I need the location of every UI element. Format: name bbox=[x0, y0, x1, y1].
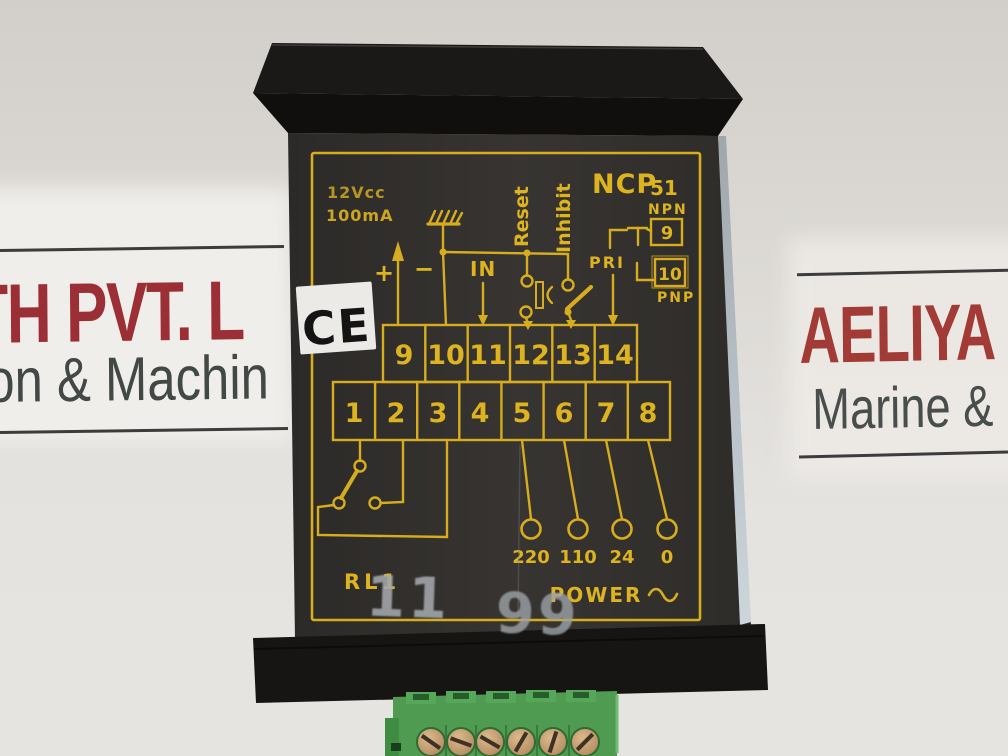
terminal-number: 7 bbox=[597, 398, 616, 429]
power-tap-terminal bbox=[611, 518, 633, 540]
bezel-top-highlight bbox=[271, 44, 704, 50]
output-mode-diagram: NPN 9 PRI 10 PNP bbox=[589, 202, 695, 306]
terminal-screw bbox=[538, 727, 568, 756]
power-tap-label: 110 bbox=[559, 547, 597, 568]
pushbutton-fork bbox=[546, 285, 554, 305]
terminal-row-bottom: 1 2 3 4 5 6 7 8 bbox=[331, 380, 672, 442]
power-tap-terminal bbox=[656, 518, 678, 540]
input-diagram: IN bbox=[470, 257, 496, 326]
terminal-screw bbox=[570, 727, 600, 756]
reset-label: Reset bbox=[511, 186, 533, 247]
common-bus-wire bbox=[441, 250, 570, 256]
chassis-ground-icon bbox=[426, 209, 464, 226]
terminal-number: 1 bbox=[345, 398, 364, 429]
bottom-bezel bbox=[253, 624, 768, 703]
pnp-terminal-box bbox=[653, 257, 687, 288]
label-border bbox=[310, 151, 702, 622]
power-tap-label: 24 bbox=[609, 547, 634, 568]
jumper-symbol bbox=[608, 228, 629, 250]
terminal-screw bbox=[475, 727, 505, 756]
supply-voltage-label: 12Vcc bbox=[327, 183, 386, 202]
plus-label: + bbox=[374, 259, 394, 287]
power-tap-terminal bbox=[567, 518, 589, 540]
connector-top-slots bbox=[406, 690, 596, 704]
ac-tilde-icon bbox=[647, 587, 679, 603]
terminal-number: 4 bbox=[471, 398, 490, 429]
pushbutton-plunger bbox=[535, 281, 544, 309]
model-number-label: 51 bbox=[650, 176, 678, 200]
power-tap-label: 220 bbox=[512, 547, 550, 568]
terminal-number: 5 bbox=[513, 398, 532, 429]
terminal-screw bbox=[446, 727, 476, 756]
device-body bbox=[288, 133, 751, 640]
minus-label: − bbox=[414, 255, 434, 283]
npn-terminal-number: 9 bbox=[661, 223, 674, 244]
terminal-screw bbox=[506, 727, 536, 756]
power-tap-terminal bbox=[520, 518, 542, 540]
npn-label: NPN bbox=[648, 202, 688, 218]
up-arrow-icon bbox=[392, 241, 404, 261]
down-arrow-icon bbox=[608, 315, 618, 326]
model-label: NCP bbox=[592, 169, 657, 200]
inhibit-label: Inhibit bbox=[553, 183, 575, 253]
pri-label: PRI bbox=[589, 253, 625, 272]
bottom-bezel-seam bbox=[253, 635, 765, 650]
date-stamp-month: 11 bbox=[365, 564, 451, 632]
date-stamp-year: 99 bbox=[495, 581, 581, 649]
power-label: POWER bbox=[550, 583, 643, 607]
jumper-link bbox=[645, 227, 653, 233]
right-stamp-subtitle: Marine & bbox=[811, 373, 994, 442]
terminal-number: 3 bbox=[429, 398, 448, 429]
date-stamp: 11 99 bbox=[365, 564, 581, 648]
left-stamp-subtitle: on & Machin bbox=[0, 343, 270, 416]
relay-label: RL1 bbox=[344, 570, 400, 594]
right-paper-card bbox=[788, 238, 1008, 478]
pnp-terminal-box-outer bbox=[651, 255, 689, 289]
relay-lever bbox=[339, 469, 359, 500]
down-arrow-icon bbox=[478, 315, 488, 326]
supply-input-diagram: + − bbox=[374, 209, 570, 327]
relay-contact-diagram: RL1 bbox=[316, 438, 449, 594]
terminal-block-connector bbox=[385, 690, 619, 756]
terminal-screw bbox=[416, 727, 446, 756]
power-input-diagram: 220 110 24 0 POWER bbox=[512, 438, 679, 607]
pnp-terminal-number: 10 bbox=[658, 265, 682, 285]
jumper-symbol bbox=[635, 261, 656, 282]
left-paper-card bbox=[0, 188, 292, 442]
ce-mark-label: CE bbox=[300, 298, 373, 357]
input-label: IN bbox=[470, 257, 496, 281]
terminal-number: 8 bbox=[639, 398, 658, 429]
device-enclosure bbox=[253, 43, 768, 703]
wiring-label: 12Vcc 100mA NCP 51 NPN 9 PRI 10 PNP Rese… bbox=[310, 151, 702, 622]
ce-mark-sticker: CE bbox=[295, 281, 377, 357]
connector-mount-hole bbox=[391, 743, 401, 751]
terminal-row-top: 9 10 11 12 13 14 bbox=[381, 323, 639, 384]
body-edge-highlight bbox=[718, 136, 751, 625]
terminal-number: 12 bbox=[512, 340, 550, 371]
terminal-number: 11 bbox=[469, 340, 507, 371]
reset-switch-symbol bbox=[519, 249, 554, 330]
top-bezel bbox=[253, 43, 743, 99]
power-tap-label: 0 bbox=[661, 547, 674, 568]
pnp-label: PNP bbox=[657, 290, 695, 306]
pri-wire-diagram bbox=[608, 273, 618, 326]
top-bezel-shadow bbox=[253, 93, 743, 136]
right-stamp-title: AELIYA bbox=[798, 287, 996, 380]
supply-current-label: 100mA bbox=[326, 206, 393, 225]
terminal-number: 10 bbox=[427, 340, 465, 371]
ncp51-device-photo: 12Vcc 100mA NCP 51 NPN 9 PRI 10 PNP Rese… bbox=[253, 43, 768, 756]
minus-wire bbox=[441, 250, 448, 327]
left-stamp-title: TH PVT. L bbox=[0, 263, 245, 361]
terminal-number: 9 bbox=[395, 340, 414, 371]
terminal-number: 2 bbox=[387, 398, 406, 429]
terminal-number: 14 bbox=[596, 340, 634, 371]
terminal-screws bbox=[416, 727, 600, 756]
terminal-number: 13 bbox=[554, 340, 592, 371]
label-scratch bbox=[517, 444, 521, 619]
terminal-number: 6 bbox=[555, 398, 574, 429]
switch-lever bbox=[564, 284, 594, 312]
